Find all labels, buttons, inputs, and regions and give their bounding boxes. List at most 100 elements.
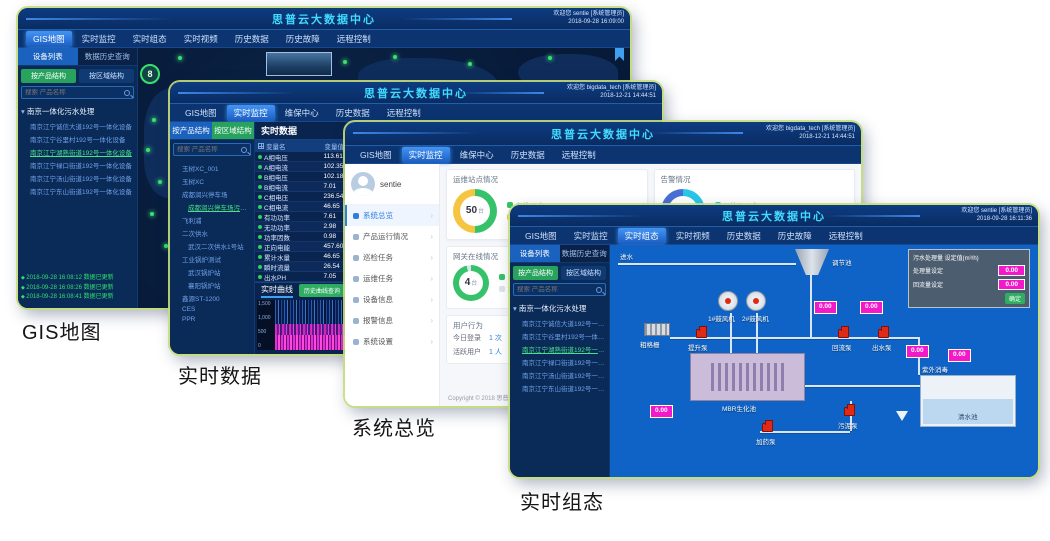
tree-device-item[interactable]: 南京江宁谷里村192号一体化设备	[30, 136, 126, 144]
nav-tab[interactable]: 远程控制	[386, 107, 421, 118]
sidebar-tab-devices[interactable]: 设备列表	[18, 48, 78, 65]
nav-tab[interactable]: 历史故障	[777, 230, 812, 241]
nav-tab[interactable]: 实时监控	[81, 33, 116, 44]
setpoint-value[interactable]: 0.00	[998, 265, 1025, 276]
tree-device-item[interactable]: 南京江宁诚信大道192号一体化设备	[30, 123, 132, 131]
tree-device-item[interactable]: 南京江宁东山街道192号一体化设备	[30, 188, 132, 196]
nav-tab[interactable]: 实时监控	[226, 104, 275, 121]
filter-by-product-button[interactable]: 按产品结构	[513, 266, 558, 280]
nav-tab[interactable]: 远程控制	[561, 149, 596, 160]
map-cluster-marker[interactable]: 8	[140, 64, 160, 84]
nav-tab[interactable]: GIS地图	[185, 107, 217, 118]
tree-device-item[interactable]: 南京江宁禄口街道192号一体化设备	[522, 359, 606, 367]
map-marker[interactable]	[150, 212, 154, 216]
nav-tab[interactable]: 历史数据	[234, 33, 269, 44]
flow-value-box[interactable]: 0.00	[948, 349, 971, 362]
menu-item[interactable]: 产品运行情况	[345, 226, 439, 247]
flow-value-box[interactable]: 0.00	[814, 301, 837, 314]
map-marker[interactable]	[178, 56, 182, 60]
search-input[interactable]	[517, 286, 593, 293]
tree-product-item[interactable]: 二次供水	[182, 230, 208, 238]
menu-item[interactable]: 报警信息	[345, 310, 439, 331]
tree-product-item[interactable]: 武汉二次供水1号站	[188, 243, 244, 251]
nav-tab[interactable]: 实时监控	[573, 230, 608, 241]
map-marker[interactable]	[164, 244, 168, 248]
blower-1[interactable]	[718, 291, 738, 311]
nav-tab[interactable]: 远程控制	[828, 230, 863, 241]
tree-root[interactable]: 南京一体化污水处理	[513, 301, 606, 316]
tree-device-item[interactable]: 南京江宁东山街道192号一体化设备	[522, 385, 606, 393]
filter-by-region-button[interactable]: 按区域结构	[561, 266, 606, 280]
flow-value-box[interactable]: 0.00	[906, 345, 929, 358]
map-marker[interactable]	[343, 60, 347, 64]
nav-tab[interactable]: GIS地图	[525, 230, 557, 241]
search-input[interactable]	[25, 89, 121, 96]
nav-tab[interactable]: 历史故障	[285, 33, 320, 44]
sidebar-tab-devices[interactable]: 设备列表	[510, 245, 560, 262]
menu-item[interactable]: 系统总览	[345, 205, 439, 226]
nav-tab[interactable]: 维保中心	[284, 107, 319, 118]
flow-value-box[interactable]: 0.00	[860, 301, 883, 314]
tree-root[interactable]: 南京一体化污水处理	[21, 104, 134, 119]
tree-product-item[interactable]: 玉树XC	[182, 178, 205, 186]
tree-device-item[interactable]: 南京江宁禄口街道192号一体化设备	[30, 162, 132, 170]
tree-device-item[interactable]: 南京江宁湖熟街道192号一体化设备	[30, 149, 132, 157]
nav-tab[interactable]: 实时视频	[675, 230, 710, 241]
menu-item[interactable]: 运维任务	[345, 268, 439, 289]
tree-product-item[interactable]: 玉树XC_001	[182, 165, 219, 173]
tree-device-item[interactable]: 南京江宁汤山街道192号一体化设备	[30, 175, 132, 183]
bookmark-icon[interactable]	[615, 48, 624, 61]
setpoint-value[interactable]: 0.00	[998, 279, 1025, 290]
realtime-curve-tab[interactable]: 实时曲线	[261, 284, 293, 298]
nav-tab[interactable]: 实时组态	[617, 227, 666, 244]
tree-product-item[interactable]: 鑫源ST-1200	[182, 295, 220, 303]
sidebar-tab-by-product[interactable]: 按产品结构	[170, 122, 212, 139]
tree-product-item[interactable]: 武汉锅炉站	[188, 269, 221, 277]
map-marker[interactable]	[146, 148, 150, 152]
dosing-pump[interactable]	[762, 420, 773, 432]
sidebar-tab-by-region[interactable]: 按区域结构	[212, 122, 254, 139]
map-marker[interactable]	[152, 118, 156, 122]
nav-tab[interactable]: GIS地图	[360, 149, 392, 160]
nav-tab[interactable]: 历史数据	[335, 107, 370, 118]
coarse-screen[interactable]	[644, 323, 670, 336]
tree-product-item[interactable]: PPR	[182, 315, 196, 323]
tree-product-item[interactable]: 襄阳锅炉站	[188, 282, 221, 290]
map-marker[interactable]	[468, 62, 472, 66]
nav-tab[interactable]: GIS地图	[26, 30, 72, 47]
clean-water-tank[interactable]	[920, 375, 1016, 427]
tree-device-item[interactable]: 南京江宁谷里村192号一体化设备	[522, 333, 606, 341]
sidebar-tab-history[interactable]: 数据历史查询	[77, 48, 137, 65]
sludge-pump[interactable]	[844, 404, 855, 416]
lift-pump[interactable]	[696, 326, 707, 338]
map-marker[interactable]	[158, 180, 162, 184]
filter-by-region-button[interactable]: 按区域结构	[79, 69, 134, 83]
history-curve-button[interactable]: 历史曲线查询	[299, 284, 346, 297]
sidebar-tab-history[interactable]: 数据历史查询	[559, 245, 609, 262]
tree-product-item[interactable]: 成都润兴停车场污水厂	[188, 204, 251, 212]
map-marker[interactable]	[548, 56, 552, 60]
video-preview-thumbnail[interactable]	[266, 52, 332, 76]
menu-item[interactable]: 设备信息	[345, 289, 439, 310]
outflow-pump[interactable]	[878, 326, 889, 338]
equalization-tank[interactable]	[795, 249, 829, 275]
nav-tab[interactable]: 实时视频	[183, 33, 218, 44]
setpoint-ok-button[interactable]: 确定	[1004, 293, 1025, 304]
nav-tab[interactable]: 历史数据	[510, 149, 545, 160]
nav-tab[interactable]: 实时组态	[132, 33, 167, 44]
tree-product-item[interactable]: 工业锅炉测试	[182, 256, 221, 264]
flow-value-box[interactable]: 0.00	[650, 405, 673, 418]
tree-product-item[interactable]: CES	[182, 305, 196, 313]
tree-product-item[interactable]: 飞利浦	[182, 217, 202, 225]
menu-item[interactable]: 巡检任务	[345, 247, 439, 268]
map-marker[interactable]	[393, 55, 397, 59]
nav-tab[interactable]: 实时监控	[401, 146, 450, 163]
tree-product-item[interactable]: 成都润兴停车场	[182, 191, 228, 199]
nav-tab[interactable]: 维保中心	[459, 149, 494, 160]
tree-device-item[interactable]: 南京江宁诚信大道192号一体化设备	[522, 320, 606, 328]
menu-item[interactable]: 系统设置	[345, 331, 439, 352]
search-input[interactable]	[177, 146, 238, 153]
tree-device-item[interactable]: 南京江宁湖熟街道192号一体化设备	[522, 346, 606, 354]
blower-2[interactable]	[746, 291, 766, 311]
filter-by-product-button[interactable]: 按产品结构	[21, 69, 76, 83]
